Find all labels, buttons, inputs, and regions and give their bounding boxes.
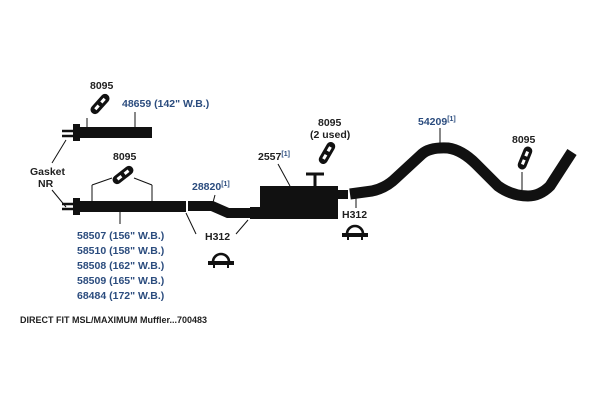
clamp-icon: [342, 224, 368, 240]
hanger-label: 8095: [113, 151, 137, 163]
leader-line: [211, 194, 216, 207]
tailpipe[interactable]: [349, 142, 577, 202]
part-number-label: 58508 (162" W.B.): [77, 260, 164, 272]
leader-line: [91, 177, 113, 186]
hanger-icon: [112, 165, 134, 185]
hanger-label: 8095: [318, 117, 342, 129]
diagram-caption: DIRECT FIT MSL/MAXIMUM Muffler...700483: [20, 315, 207, 325]
leader-line: [133, 177, 153, 186]
part-number-label: 48659 (142" W.B.): [122, 98, 209, 110]
muffler[interactable]: [250, 172, 348, 219]
hanger-label: 8095: [90, 80, 114, 92]
hanger-label: (2 used): [310, 129, 350, 141]
hanger-icon: [318, 142, 336, 164]
leader-line: [277, 163, 291, 187]
front-pipe-lower[interactable]: [62, 198, 186, 215]
pipe-part-list: 58507 (156" W.B.) 58510 (158" W.B.) 5850…: [77, 230, 164, 302]
hanger-icon: [517, 146, 533, 170]
leader-line: [185, 212, 197, 235]
part-number-label: 28820[1]: [192, 181, 230, 193]
part-number-label: 68484 (172" W.B.): [77, 290, 164, 302]
gasket-label: Gasket: [30, 166, 66, 178]
leader-line: [51, 139, 67, 164]
hanger-icon: [90, 93, 110, 115]
part-number-label: 2557[1]: [258, 151, 290, 163]
part-number-label: 54209[1]: [418, 116, 456, 128]
intermediate-pipe[interactable]: [188, 201, 250, 218]
clamp-icon: [208, 252, 234, 268]
part-number-label: 58507 (156" W.B.): [77, 230, 164, 242]
clamp-label: H312: [205, 231, 230, 243]
leader-line: [235, 219, 249, 235]
gasket-label: NR: [38, 178, 54, 190]
clamp-label: H312: [342, 209, 367, 221]
part-number-label: 58510 (158" W.B.): [77, 245, 164, 257]
front-pipe-142[interactable]: [62, 124, 152, 141]
part-number-label: 58509 (165" W.B.): [77, 275, 164, 287]
hanger-label: 8095: [512, 134, 536, 146]
